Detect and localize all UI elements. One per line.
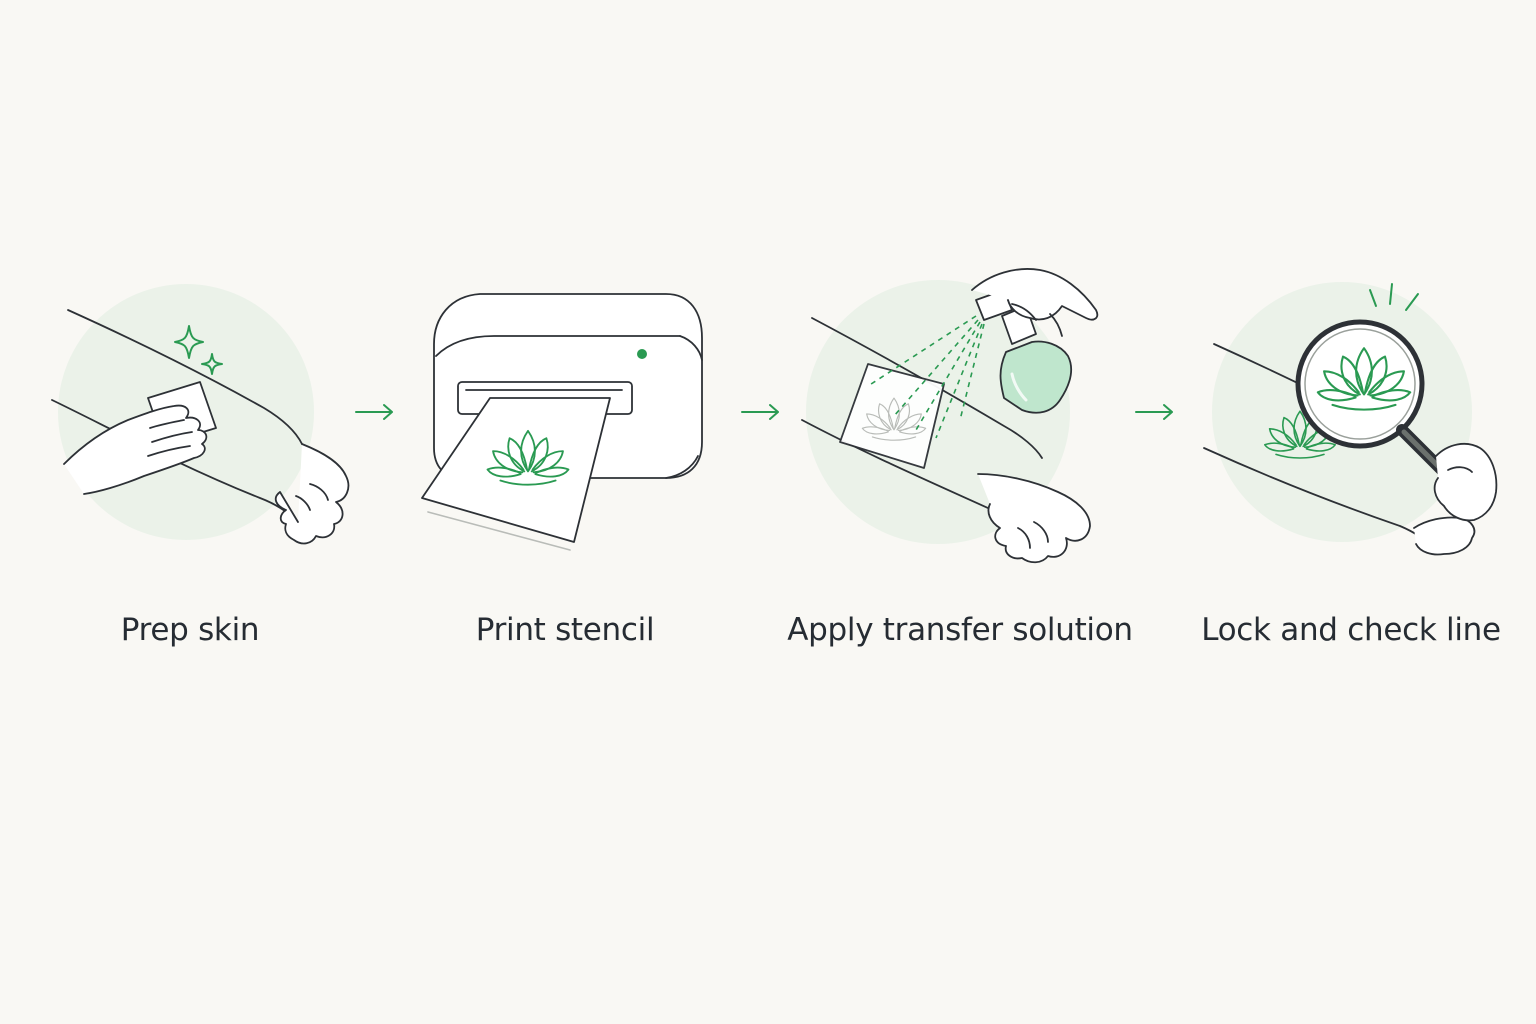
step-apply-transfer-illustration — [790, 260, 1110, 570]
step-prep-skin-illustration — [40, 260, 370, 570]
step-label: Lock and check line — [1201, 612, 1501, 648]
printer-stencil-icon — [421, 293, 703, 551]
step-label: Prep skin — [120, 612, 260, 648]
arrow-right-icon — [352, 400, 398, 424]
arrow-right-icon — [738, 400, 784, 424]
step-label: Print stencil — [475, 612, 655, 648]
status-led-icon — [637, 349, 647, 359]
step-label: Apply transfer solution — [787, 612, 1133, 648]
step-lock-check-illustration — [1196, 260, 1506, 570]
arrow-right-icon — [1132, 400, 1178, 424]
magnifier-check-icon — [1203, 282, 1498, 556]
step-print-stencil-illustration — [410, 260, 720, 570]
spray-bottle-icon — [801, 268, 1099, 564]
wipe-skin-icon — [51, 284, 350, 545]
